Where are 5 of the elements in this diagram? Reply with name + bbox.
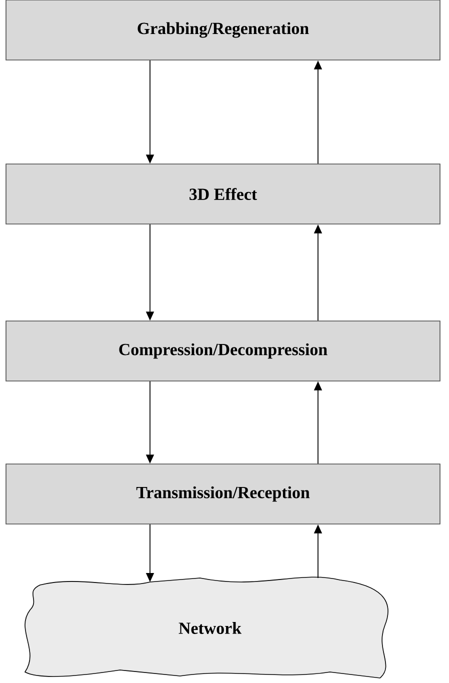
- process-box: Grabbing/Regeneration: [6, 0, 440, 60]
- process-box: Compression/Decompression: [6, 320, 440, 382]
- process-box: 3D Effect: [6, 164, 440, 224]
- network-cloud: Network: [24, 576, 388, 678]
- process-box: Transmission/Reception: [6, 464, 440, 524]
